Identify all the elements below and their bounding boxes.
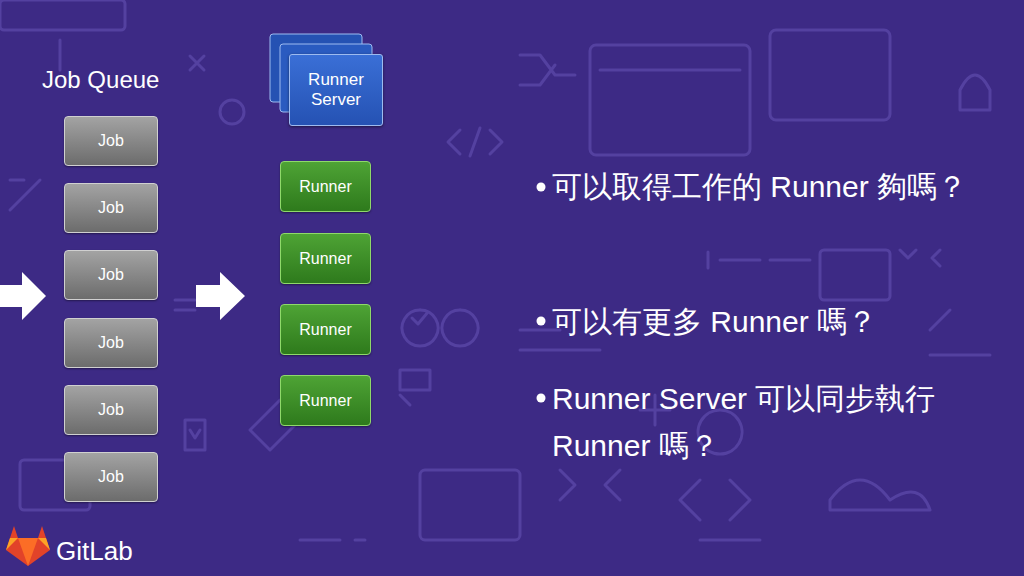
gitlab-logo xyxy=(6,526,50,566)
job-box: Job xyxy=(64,385,158,435)
box-label: Job xyxy=(98,334,124,352)
job-box: Job xyxy=(64,318,158,368)
bullet-text: 可以有更多 Runner 嗎？ xyxy=(552,299,992,346)
job-box: Job xyxy=(64,183,158,233)
box-label: Job xyxy=(98,468,124,486)
job-box: Job xyxy=(64,116,158,166)
box-label: Runner xyxy=(299,250,351,268)
bullet-dot xyxy=(537,183,546,192)
job-box: Job xyxy=(64,452,158,502)
background-icons xyxy=(0,0,990,540)
brand-name: GitLab xyxy=(56,536,216,567)
box-label: Runner xyxy=(299,392,351,410)
bullet-text: Runner Server 可以同步執行 Runner 嗎？ xyxy=(552,376,992,469)
box-label: Runner Server xyxy=(294,70,378,111)
bullet-text: 可以取得工作的 Runner 夠嗎？ xyxy=(552,164,992,211)
box-label: Runner xyxy=(299,321,351,339)
box-label: Job xyxy=(98,266,124,284)
server-box: Runner Server xyxy=(289,54,383,126)
runner-box: Runner xyxy=(280,233,371,284)
bullet-dot xyxy=(537,394,546,403)
block-arrow xyxy=(196,272,245,320)
box-label: Job xyxy=(98,132,124,150)
runner-box: Runner xyxy=(280,375,371,426)
block-arrow xyxy=(0,272,46,320)
box-label: Job xyxy=(98,401,124,419)
bullet-dot xyxy=(537,317,546,326)
box-label: Runner xyxy=(299,178,351,196)
runner-box: Runner xyxy=(280,161,371,212)
box-label: Job xyxy=(98,199,124,217)
runner-box: Runner xyxy=(280,304,371,355)
queue-title: Job Queue xyxy=(42,66,242,95)
job-box: Job xyxy=(64,250,158,300)
